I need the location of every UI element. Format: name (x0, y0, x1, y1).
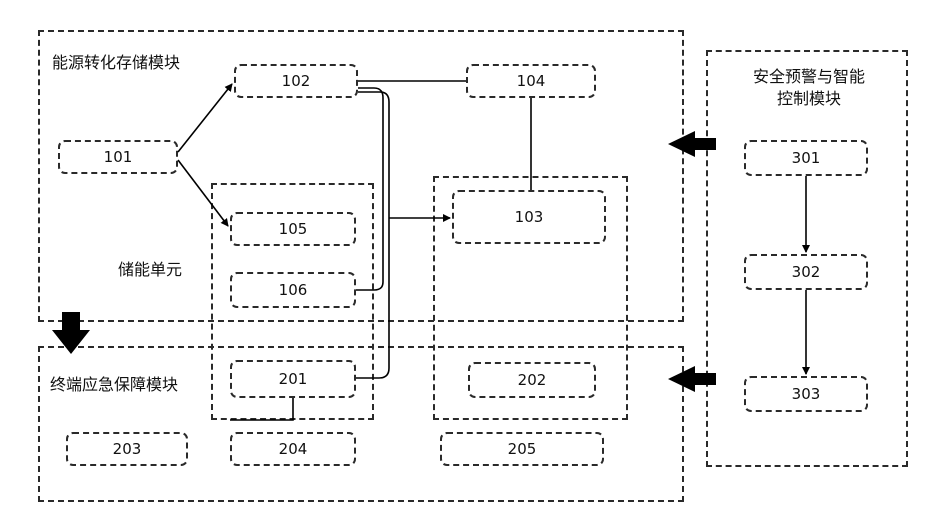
link-201-204 (230, 398, 293, 420)
link-102-bus-right (356, 92, 389, 378)
link-101-105 (178, 160, 228, 226)
link-102-bus-left (356, 88, 383, 290)
block-arrow-safety-to-energy (668, 131, 716, 157)
link-101-102 (178, 84, 232, 152)
block-arrow-safety-to-emergency (668, 366, 716, 392)
block-arrow-energy-to-emergency (52, 312, 90, 354)
